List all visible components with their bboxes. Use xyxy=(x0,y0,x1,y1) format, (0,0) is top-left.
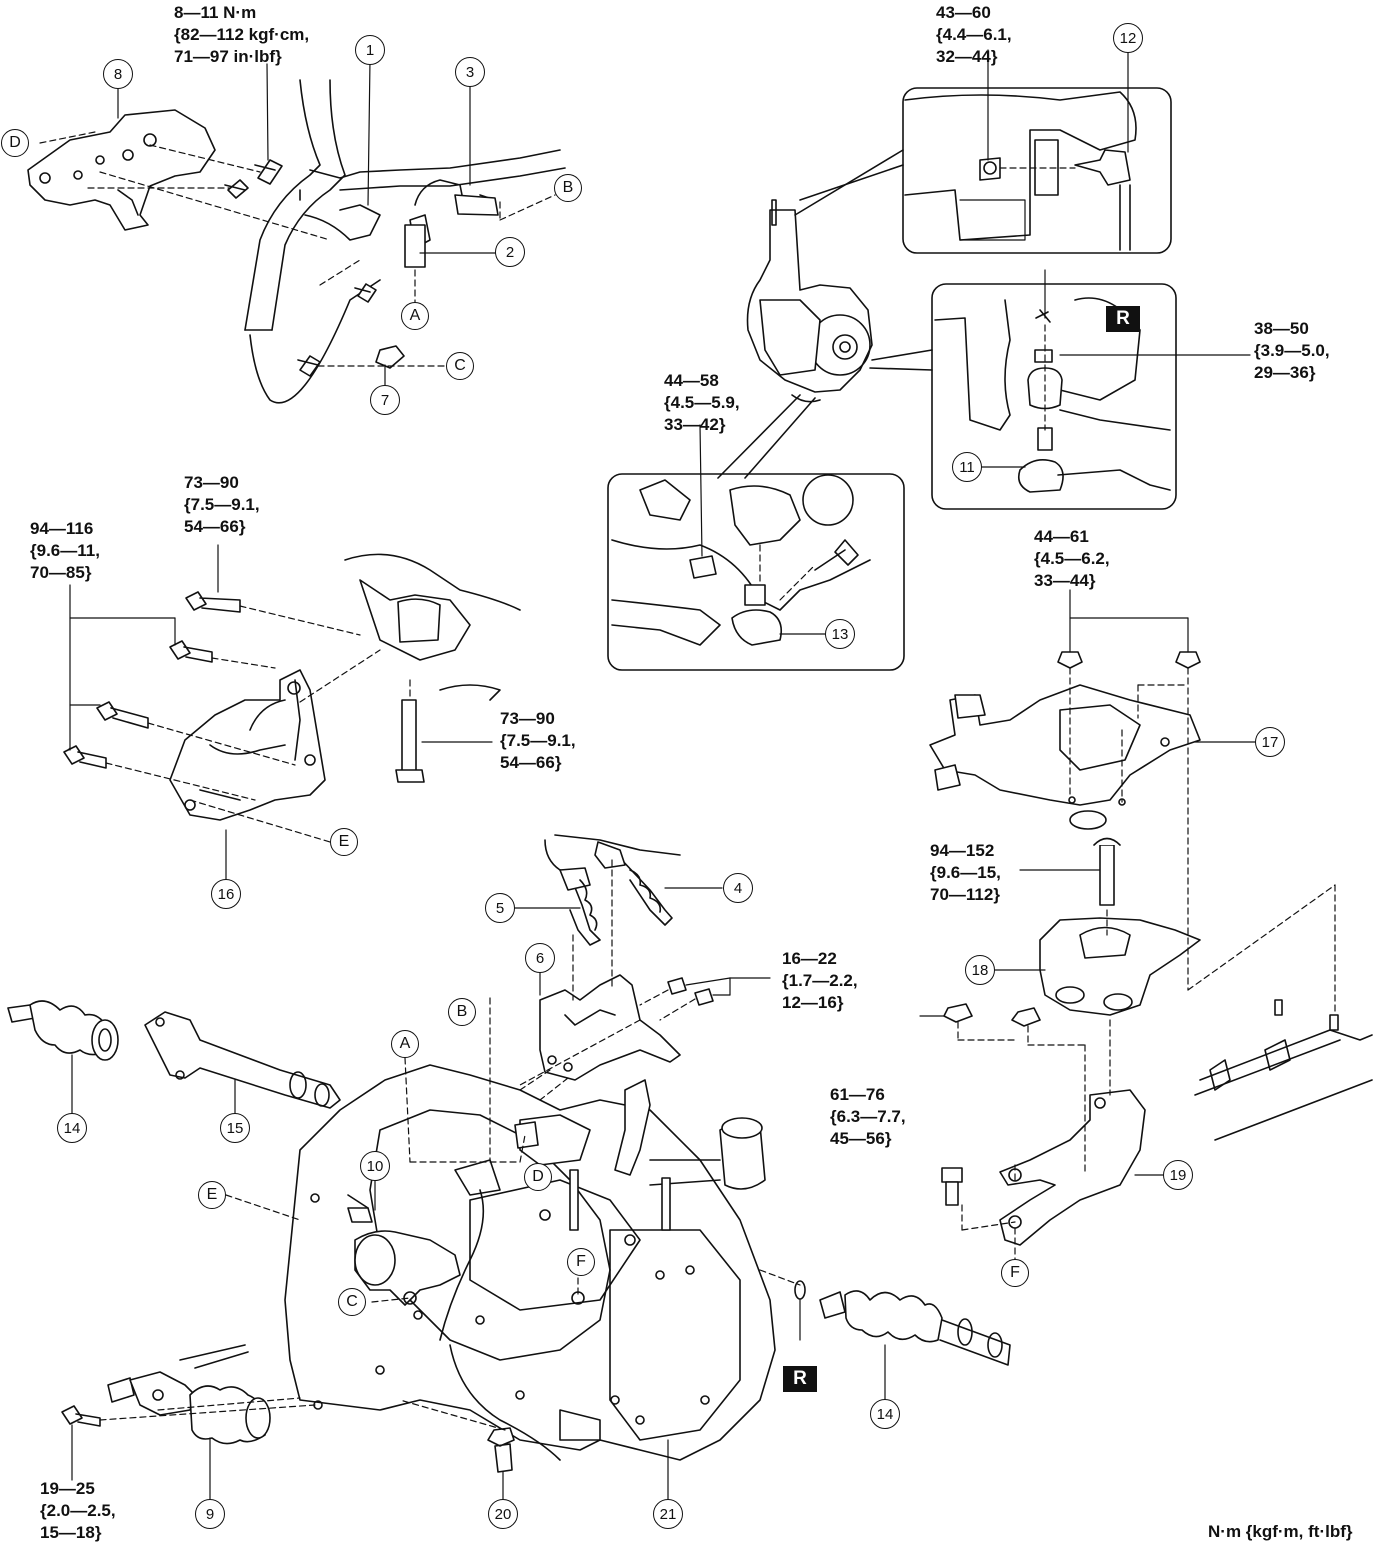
body-frame-art xyxy=(1194,999,1373,1141)
torque-spec-43-60: 43—60 {4.4—6.1, 32—44} xyxy=(936,3,1012,66)
inset-11-leader-b xyxy=(869,367,933,371)
callout-part-12: 12 xyxy=(1113,23,1143,53)
reference-letter-d-top: D xyxy=(1,129,29,157)
bolts-mount16-art xyxy=(63,591,425,783)
shift-cables-art xyxy=(544,834,681,946)
callout-part-5: 5 xyxy=(485,893,515,923)
torque-spec-16-22: 16—22 {1.7—2.2, 12—16} xyxy=(782,949,858,1012)
torque-spec-8-11: 8—11 N·m {82—112 kgf·cm, 71—97 in·lbf} xyxy=(174,3,310,66)
reference-letter-c-top: C xyxy=(446,352,474,380)
callout-part-4: 4 xyxy=(723,873,753,903)
mount-bracket-17-art xyxy=(929,651,1201,830)
callout-part-1: 1 xyxy=(355,35,385,65)
bracket-8-art xyxy=(27,109,216,231)
callout-part-10: 10 xyxy=(360,1151,390,1181)
leader-lines-lower xyxy=(71,1179,669,1501)
leader-lines-mount xyxy=(919,589,1256,1176)
leader-lines-topleft xyxy=(117,59,496,386)
clutch-cylinder-9-art xyxy=(107,1344,271,1445)
callout-part-6: 6 xyxy=(525,943,555,973)
leader-lines-center xyxy=(514,887,771,996)
leader-lines-mount16 xyxy=(67,544,493,881)
callout-part-18: 18 xyxy=(965,955,995,985)
dashed-leaders-lower xyxy=(99,997,801,1431)
reference-letter-e-lower: E xyxy=(198,1181,226,1209)
torque-spec-44-61: 44—61 {4.5—6.2, 33—44} xyxy=(1034,527,1110,590)
callout-part-2: 2 xyxy=(495,237,525,267)
driveshaft-14-right-art xyxy=(794,1280,1011,1366)
torque-units-note: N·m {kgf·m, ft·lbf} xyxy=(1208,1522,1353,1541)
mount-19-art xyxy=(941,1003,1146,1246)
callout-part-13: 13 xyxy=(825,619,855,649)
dashed-leaders-center xyxy=(519,859,696,1101)
reference-letter-b-lower: B xyxy=(448,998,476,1026)
replace-badge-knuckle: R xyxy=(1106,306,1140,332)
callout-part-8: 8 xyxy=(103,59,133,89)
callout-part-11: 11 xyxy=(952,452,982,482)
bolts-topleft-art xyxy=(224,159,405,377)
reference-letter-b-top: B xyxy=(554,174,582,202)
torque-spec-94-152: 94—152 {9.6—15, 70—112} xyxy=(930,841,1001,904)
callout-part-20: 20 xyxy=(488,1499,518,1529)
callout-part-16: 16 xyxy=(211,879,241,909)
intermediate-shaft-15-art xyxy=(144,1011,341,1109)
dashed-leaders-mount16 xyxy=(105,605,411,843)
bolts-lower-art xyxy=(61,1405,515,1473)
callout-part-3: 3 xyxy=(455,57,485,87)
reference-letter-d-lower: D xyxy=(524,1163,552,1191)
inset-12-leader-b xyxy=(799,164,904,201)
inset-11-art xyxy=(931,269,1251,510)
driveshaft-14-left-art xyxy=(7,1000,119,1061)
torque-spec-19-25: 19—25 {2.0—2.5, 15—18} xyxy=(40,1479,116,1542)
inset-11-leader-a xyxy=(871,349,933,361)
knuckle-assembly-art xyxy=(746,199,873,403)
inset-13-art xyxy=(607,424,905,671)
reference-letter-e-top: E xyxy=(330,828,358,856)
callout-part-14-right: 14 xyxy=(870,1399,900,1429)
callout-part-19: 19 xyxy=(1163,1160,1193,1190)
inset-13-leader-a xyxy=(717,394,801,479)
reference-letter-a-top: A xyxy=(401,302,429,330)
engine-mount-16-art xyxy=(169,553,521,821)
torque-spec-38-50: 38—50 {3.9—5.0, 29—36} xyxy=(1254,319,1330,382)
torque-spec-61-76: 61—76 {6.3—7.7, 45—56} xyxy=(830,1085,906,1148)
torque-spec-44-58: 44—58 {4.5—5.9, 33—42} xyxy=(664,371,740,434)
leader-lines-shafts xyxy=(71,1054,886,1401)
bracket-6-art xyxy=(539,974,714,1081)
callout-part-7: 7 xyxy=(370,385,400,415)
callout-part-9: 9 xyxy=(195,1499,225,1529)
callout-part-15: 15 xyxy=(220,1113,250,1143)
mount-18-art xyxy=(1039,837,1201,1016)
dashed-leaders-topleft xyxy=(39,131,556,367)
torque-spec-73-90-top: 73—90 {7.5—9.1, 54—66} xyxy=(184,473,260,536)
clutch-release-parts-art xyxy=(347,1194,461,1306)
harness-art xyxy=(244,79,566,404)
inset-13-leader-b xyxy=(744,397,816,479)
reference-letter-f-center: F xyxy=(567,1248,595,1276)
callout-part-17: 17 xyxy=(1255,727,1285,757)
reference-letter-a-lower: A xyxy=(391,1030,419,1058)
callout-part-14-left: 14 xyxy=(57,1113,87,1143)
inset-12-art xyxy=(902,49,1172,254)
torque-spec-94-116: 94—116 {9.6—11, 70—85} xyxy=(30,519,100,582)
reference-letter-f-right: F xyxy=(1001,1259,1029,1287)
reference-letter-c-lower: C xyxy=(338,1288,366,1316)
inset-12-leader-a xyxy=(794,149,904,216)
transaxle-21-art xyxy=(284,1064,776,1461)
callout-part-21: 21 xyxy=(653,1499,683,1529)
torque-spec-73-90-right: 73—90 {7.5—9.1, 54—66} xyxy=(500,709,576,772)
replace-badge-circlip: R xyxy=(783,1366,817,1392)
dashed-leaders-mount xyxy=(957,667,1336,1261)
